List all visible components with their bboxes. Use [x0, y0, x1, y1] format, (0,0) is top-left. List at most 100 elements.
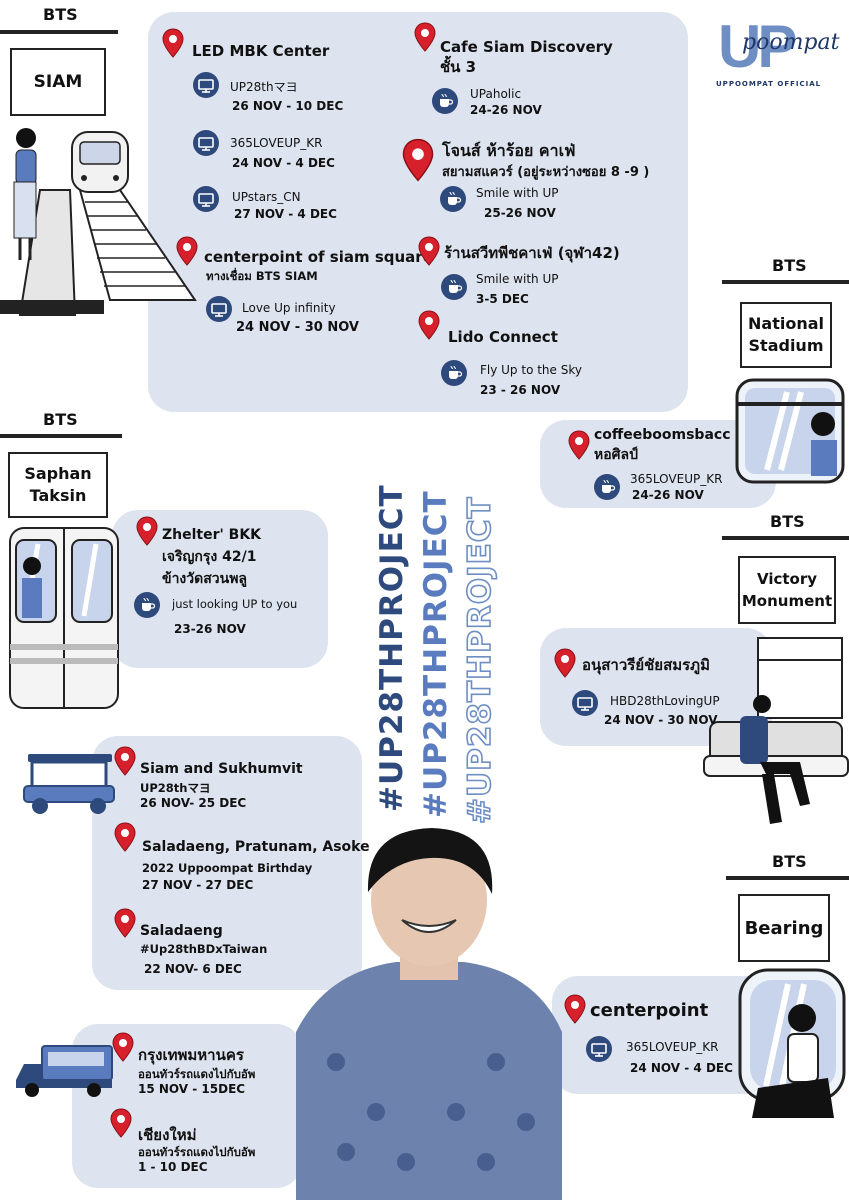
national-line-label: BTS — [772, 256, 807, 275]
event-name: UP28thマヨ — [230, 80, 298, 94]
event-date: 15 NOV - 15DEC — [138, 1082, 246, 1096]
monitor-icon — [586, 1036, 612, 1062]
saphan-station-name-2: Taksin — [29, 486, 87, 505]
pin-icon — [554, 648, 576, 678]
siam-platform-illustration — [0, 128, 197, 316]
event-date: 24 NOV - 30 NOV — [236, 320, 359, 335]
tuktuk-illustration — [23, 754, 115, 814]
location-title-line2: สยามสแควร์ (อยู่ระหว่างซอย 8 -9 ) — [442, 165, 650, 180]
monitor-icon — [572, 690, 598, 716]
event-name: Love Up infinity — [242, 301, 336, 315]
event-date: 26 NOV- 25 DEC — [140, 796, 247, 810]
event-date: 27 NOV - 27 DEC — [142, 878, 254, 892]
siam-line-label: BTS — [43, 5, 78, 24]
monitor-icon — [206, 296, 232, 322]
hashtag-1: #UP28THPROJECT — [374, 484, 410, 812]
event-name: 365LOVEUP_KR — [626, 1040, 719, 1054]
event-name: 365LOVEUP_KR — [630, 472, 723, 486]
location-title: Lido Connect — [448, 328, 558, 346]
location-title: โจนส์ ห้าร้อย คาเฟ่ — [442, 141, 576, 160]
victory-station-name-1: Victory — [756, 570, 818, 588]
siam-station-name: SIAM — [33, 72, 83, 92]
location-title: อนุสาวรีย์ชัยสมรภูมิ — [582, 656, 710, 674]
pin-icon — [162, 28, 184, 58]
event-name: Smile with UP — [476, 272, 559, 286]
coffee-icon — [441, 274, 467, 300]
event-date: 24-26 NOV — [632, 488, 704, 502]
tuktuk-panel — [92, 736, 362, 990]
pin-icon — [114, 822, 136, 852]
hashtag-3: #UP28THPROJECT — [461, 496, 499, 825]
national-station-name-2: Stadium — [748, 336, 824, 355]
event-name: ออนทัวร์รถแดงไปกับอัพ — [138, 1145, 256, 1159]
siam-panel — [148, 12, 688, 412]
location-subtitle: ทางเชื่อม BTS SIAM — [206, 269, 318, 283]
location-title: coffeeboomsbacc — [594, 427, 731, 443]
artist-portrait — [296, 828, 562, 1200]
location-title: LED MBK Center — [192, 42, 330, 60]
event-date: 3-5 DEC — [476, 292, 529, 306]
coffee-icon — [441, 360, 467, 386]
event-date: 26 NOV - 10 DEC — [232, 99, 344, 113]
pin-icon — [402, 138, 434, 182]
pin-icon — [114, 908, 136, 938]
national-sign-bar — [722, 280, 849, 284]
victory-seat-illustration — [703, 637, 849, 824]
saphan-station-name-1: Saphan — [24, 464, 92, 483]
event-date: 1 - 10 DEC — [138, 1160, 208, 1174]
event-date: 23-26 NOV — [174, 622, 246, 636]
victory-sign: Victory Monument — [738, 556, 836, 624]
saphan-train-illustration — [9, 527, 119, 709]
location-title: centerpoint — [590, 1000, 709, 1021]
event-date: 24 NOV - 30 NOV — [604, 713, 718, 727]
location-title: Saladaeng — [140, 923, 223, 939]
location-title-line2: ชั้น 3 — [440, 58, 477, 76]
national-window-illustration — [735, 378, 845, 484]
event-date: 25-26 NOV — [484, 206, 556, 220]
bearing-sign-bar — [726, 876, 849, 880]
event-name: Fly Up to the Sky — [480, 363, 582, 377]
event-name: 2022 Uppoompat Birthday — [142, 861, 313, 875]
saphan-sign: Saphan Taksin — [8, 452, 108, 518]
pin-icon — [110, 1108, 132, 1138]
event-name: 365LOVEUP_KR — [230, 136, 323, 150]
national-station-name-1: National — [748, 314, 824, 333]
hashtag-2: #UP28THPROJECT — [418, 490, 454, 818]
siam-sign-bar — [0, 30, 118, 34]
location-title-line3: ข้างวัดสวนพลู — [162, 571, 248, 587]
saphan-sign-bar — [0, 434, 122, 438]
event-name: #Up28thBDxTaiwan — [140, 942, 268, 956]
event-name: just looking UP to you — [172, 597, 298, 611]
location-title: Siam and Sukhumvit — [140, 761, 303, 777]
bearing-line-label: BTS — [772, 852, 807, 871]
location-title: centerpoint of siam square — [204, 248, 433, 266]
monitor-icon — [193, 186, 219, 212]
event-name: UPstars_CN — [232, 190, 301, 204]
location-title-line2: หอศิลป์ — [594, 447, 638, 463]
monitor-icon — [193, 72, 219, 98]
pin-icon — [568, 430, 590, 460]
location-title-line2: เจริญกรุง 42/1 — [162, 549, 257, 565]
victory-sign-bar — [722, 536, 849, 540]
pin-icon — [176, 236, 198, 266]
event-date: 23 - 26 NOV — [480, 383, 561, 397]
saphan-line-label: BTS — [43, 410, 78, 429]
event-name: Smile with UP — [476, 186, 559, 200]
truck-illustration — [16, 1045, 113, 1097]
event-date: 27 NOV - 4 DEC — [234, 207, 337, 221]
pin-icon — [114, 746, 136, 776]
event-name: ออนทัวร์รถแดงไปกับอัพ — [138, 1067, 256, 1081]
victory-line-label: BTS — [770, 512, 805, 531]
coffee-icon — [594, 474, 620, 500]
event-date: 22 NOV- 6 DEC — [144, 962, 242, 976]
pin-icon — [564, 994, 586, 1024]
brand-logo: UP poompat UPPOOMPAT OFFICIAL — [712, 13, 839, 90]
location-title: กรุงเทพมหานคร — [138, 1046, 244, 1064]
event-name: HBD28thLovingUP — [610, 694, 720, 708]
pin-icon — [418, 236, 440, 266]
pin-icon — [418, 310, 440, 340]
event-name: UP28thマヨ — [140, 781, 211, 795]
logo-script: poompat — [742, 30, 840, 55]
location-title: เชียงใหม่ — [138, 1126, 197, 1144]
bearing-sign: Bearing — [738, 894, 830, 962]
